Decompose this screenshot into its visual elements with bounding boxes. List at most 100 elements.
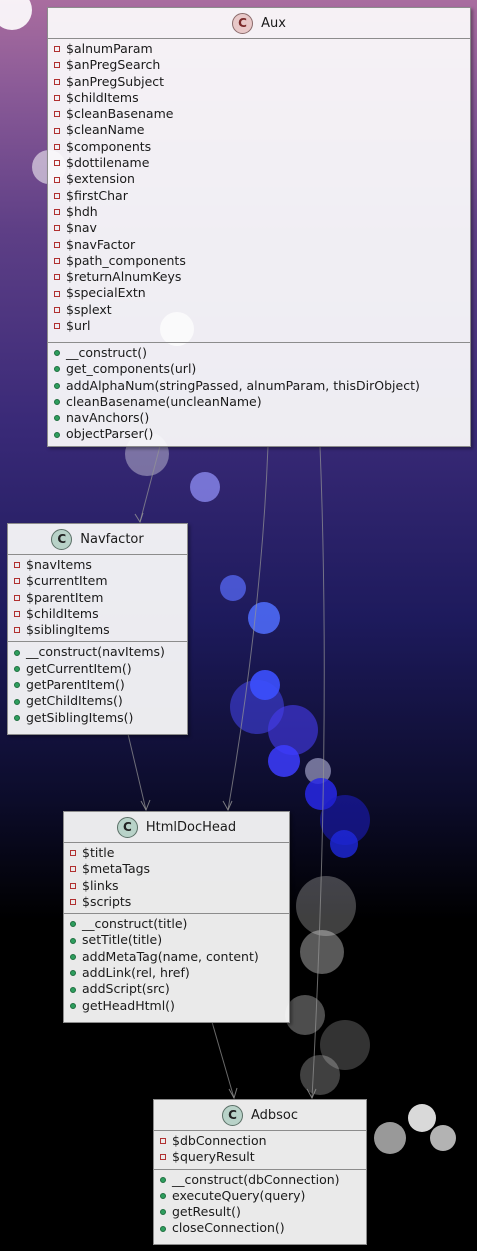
- public-icon: [54, 399, 60, 406]
- method-list: __construct(dbConnection) executeQuery(q…: [154, 1168, 366, 1240]
- class-htmldochead[interactable]: C HtmlDocHead $title $metaTags $links $s…: [63, 811, 290, 1023]
- method-row: addAlphaNum(stringPassed, alnumParam, th…: [48, 378, 470, 394]
- public-icon: [54, 350, 60, 357]
- class-badge-icon: C: [51, 528, 73, 550]
- attribute-name: $parentItem: [26, 589, 104, 605]
- attribute-row: $url: [48, 318, 470, 334]
- method-row: addMetaTag(name, content): [64, 949, 289, 965]
- attribute-row: $dottilename: [48, 155, 470, 171]
- method-name: closeConnection(): [172, 1220, 285, 1236]
- private-icon: [54, 225, 60, 232]
- attribute-row: $cleanName: [48, 122, 470, 138]
- attribute-name: $cleanBasename: [66, 106, 174, 122]
- attribute-name: $childItems: [26, 605, 99, 621]
- private-icon: [54, 209, 60, 216]
- private-icon: [70, 899, 76, 906]
- class-navfactor[interactable]: C Navfactor $navItems $currentItem $pare…: [7, 523, 188, 735]
- attribute-name: $currentItem: [26, 573, 108, 589]
- method-row: __construct(): [48, 345, 470, 361]
- method-name: get_components(url): [66, 361, 197, 377]
- method-row: getChildItems(): [8, 693, 187, 709]
- method-row: getResult(): [154, 1204, 366, 1220]
- public-icon: [54, 366, 60, 373]
- attribute-row: $currentItem: [8, 573, 187, 589]
- public-icon: [70, 986, 76, 993]
- attribute-list: $dbConnection $queryResult: [154, 1131, 366, 1169]
- attribute-name: $components: [66, 138, 152, 154]
- attribute-name: $path_components: [66, 252, 186, 268]
- attribute-name: $extension: [66, 171, 135, 187]
- method-row: getSiblingItems(): [8, 710, 187, 726]
- private-icon: [54, 62, 60, 69]
- attribute-row: $nav: [48, 220, 470, 236]
- attribute-row: $anPregSearch: [48, 57, 470, 73]
- method-row: addLink(rel, href): [64, 965, 289, 981]
- attribute-row: $cleanBasename: [48, 106, 470, 122]
- attribute-name: $anPregSubject: [66, 73, 165, 89]
- attribute-name: $alnumParam: [66, 41, 153, 56]
- attribute-name: $dottilename: [66, 155, 150, 171]
- attribute-row: $dbConnection: [154, 1133, 366, 1149]
- attribute-row: $parentItem: [8, 590, 187, 606]
- attribute-row: $navFactor: [48, 237, 470, 253]
- attribute-row: $anPregSubject: [48, 74, 470, 90]
- attribute-name: $nav: [66, 220, 97, 236]
- private-icon: [54, 46, 60, 53]
- class-header: C Aux: [48, 8, 470, 39]
- method-name: __construct(): [66, 345, 147, 360]
- method-row: closeConnection(): [154, 1220, 366, 1236]
- edge-aux-navfactor: [139, 445, 161, 523]
- method-name: addAlphaNum(stringPassed, alnumParam, th…: [66, 377, 420, 393]
- class-badge-icon: C: [232, 12, 254, 34]
- method-name: getResult(): [172, 1204, 241, 1220]
- class-aux[interactable]: C Aux $alnumParam $anPregSearch $anPregS…: [47, 7, 471, 447]
- class-header: C Navfactor: [8, 524, 187, 555]
- private-icon: [14, 611, 20, 618]
- attribute-name: $dbConnection: [172, 1133, 267, 1148]
- method-name: getCurrentItem(): [26, 660, 132, 676]
- private-icon: [54, 176, 60, 183]
- private-icon: [54, 160, 60, 167]
- method-list: __construct(navItems) getCurrentItem() g…: [8, 641, 187, 728]
- method-name: addMetaTag(name, content): [82, 948, 259, 964]
- method-name: executeQuery(query): [172, 1187, 306, 1203]
- method-row: __construct(navItems): [8, 644, 187, 660]
- method-name: addLink(rel, href): [82, 965, 190, 981]
- attribute-row: $hdh: [48, 204, 470, 220]
- attribute-name: $queryResult: [172, 1149, 255, 1165]
- public-icon: [54, 382, 60, 389]
- private-icon: [160, 1138, 166, 1145]
- class-adbsoc[interactable]: C Adbsoc $dbConnection $queryResult __co…: [153, 1099, 367, 1245]
- attribute-row: $siblingItems: [8, 622, 187, 638]
- private-icon: [14, 578, 20, 585]
- public-icon: [70, 937, 76, 944]
- public-icon: [160, 1209, 166, 1216]
- public-icon: [54, 415, 60, 422]
- method-name: __construct(navItems): [26, 644, 165, 660]
- class-badge-icon: C: [221, 1104, 243, 1126]
- attribute-name: $title: [82, 845, 115, 860]
- public-icon: [160, 1193, 166, 1200]
- edge-aux-htmldochead: [227, 445, 269, 811]
- private-icon: [70, 850, 76, 857]
- method-name: objectParser(): [66, 426, 154, 442]
- private-icon: [54, 95, 60, 102]
- arrowhead: [306, 1088, 317, 1100]
- method-name: addScript(src): [82, 981, 170, 997]
- attribute-row: $scripts: [64, 894, 289, 910]
- private-icon: [160, 1154, 166, 1161]
- class-name: Aux: [261, 15, 286, 31]
- public-icon: [14, 649, 20, 656]
- attribute-name: $childItems: [66, 89, 139, 105]
- attribute-name: $anPregSearch: [66, 57, 161, 73]
- public-icon: [160, 1176, 166, 1183]
- public-icon: [14, 682, 20, 689]
- private-icon: [54, 258, 60, 264]
- private-icon: [70, 882, 76, 889]
- method-row: addScript(src): [64, 981, 289, 997]
- public-icon: [14, 714, 20, 721]
- attribute-name: $metaTags: [82, 861, 151, 877]
- attribute-name: $links: [82, 877, 119, 893]
- method-name: getHeadHtml(): [82, 997, 175, 1013]
